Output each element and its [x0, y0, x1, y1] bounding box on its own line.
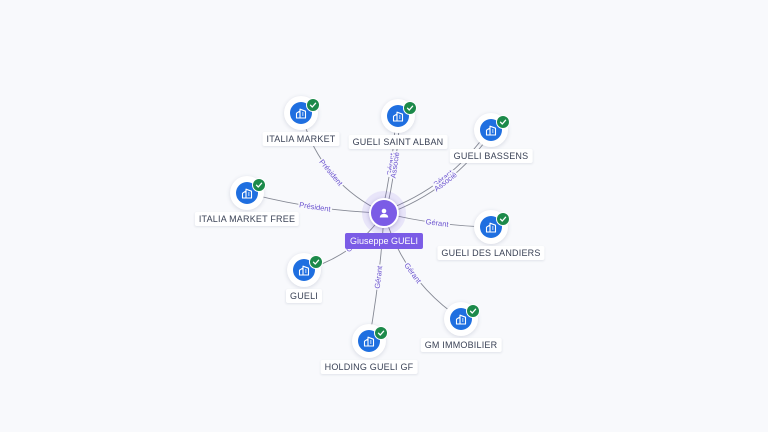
verified-check-icon	[374, 326, 388, 340]
verified-check-icon	[466, 304, 480, 318]
person-icon	[369, 198, 399, 228]
company-name[interactable]: GUELI SAINT ALBAN	[348, 135, 448, 149]
relation-label: Gérant	[373, 264, 385, 289]
relation-label-halo: Gérant	[373, 264, 385, 289]
company-name[interactable]: ITALIA MARKET FREE	[194, 212, 300, 226]
verified-check-icon	[309, 255, 323, 269]
relation-label: Gérant	[402, 261, 423, 286]
verified-check-icon	[403, 101, 417, 115]
relation-label: Gérant	[425, 217, 450, 229]
relation-label: Président	[299, 200, 333, 214]
verified-check-icon	[496, 212, 510, 226]
company-name[interactable]: GUELI DES LANDIERS	[437, 246, 545, 260]
company-name[interactable]: GUELI	[285, 289, 323, 303]
company-name[interactable]: GUELI BASSENS	[449, 149, 533, 163]
person-name[interactable]: Giuseppe GUELI	[344, 233, 424, 249]
company-name[interactable]: ITALIA MARKET	[262, 132, 340, 146]
verified-check-icon	[306, 98, 320, 112]
company-name[interactable]: HOLDING GUELI GF	[320, 360, 418, 374]
company-name[interactable]: GM IMMOBILIER	[420, 338, 502, 352]
relation-label: Président	[317, 158, 345, 189]
verified-check-icon	[496, 115, 510, 129]
verified-check-icon	[252, 178, 266, 192]
relation-label: Associé	[389, 151, 402, 178]
